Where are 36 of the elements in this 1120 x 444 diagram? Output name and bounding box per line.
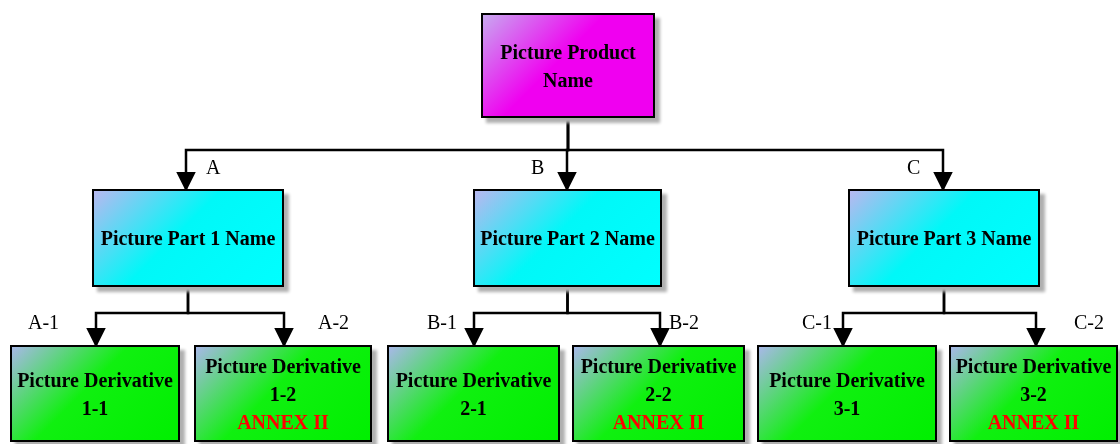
- annex-note: ANNEX II: [986, 409, 1081, 435]
- box-title: Picture Derivative 1-2: [204, 353, 362, 407]
- edge-label: C-2: [1074, 312, 1104, 332]
- picture-box: [757, 345, 937, 442]
- box-title: Picture Derivative 3-2: [954, 353, 1113, 407]
- annex-note: ANNEX II: [236, 409, 330, 435]
- picture-box: [949, 345, 1118, 442]
- edge-label: B: [531, 157, 545, 177]
- edge-label: C: [907, 157, 921, 177]
- edge-label: B-2: [669, 312, 699, 332]
- edge-label: C-1: [802, 312, 832, 332]
- box-title: Picture Derivative 2-2: [579, 353, 738, 407]
- annex-note: ANNEX II: [611, 409, 706, 435]
- edge-label: A-2: [318, 312, 350, 332]
- box-title: Picture Derivative 3-1: [768, 367, 926, 421]
- picture-box: [848, 189, 1040, 287]
- box-title: Picture Product Name: [499, 39, 637, 93]
- connector-arrow: [566, 118, 953, 192]
- picture-box: [92, 189, 284, 287]
- box-title: Picture Part 2 Name: [479, 226, 656, 251]
- picture-box: [10, 345, 180, 442]
- box-title: Picture Part 3 Name: [855, 226, 1033, 251]
- connector-arrow: [942, 287, 1046, 348]
- picture-box: [473, 189, 662, 287]
- picture-box: [194, 345, 372, 442]
- edge-label: B-1: [427, 312, 457, 332]
- connector-arrow: [186, 287, 294, 348]
- picture-box: [387, 345, 560, 442]
- box-title: Picture Derivative 1-1: [16, 367, 174, 421]
- picture-box: [572, 345, 745, 442]
- connector-arrow: [566, 287, 670, 348]
- box-title: Picture Derivative 2-1: [394, 367, 553, 421]
- edge-label: A: [206, 157, 221, 177]
- picture-box: [481, 13, 655, 118]
- box-title: Picture Part 1 Name: [99, 226, 277, 251]
- edge-label: A-1: [28, 312, 60, 332]
